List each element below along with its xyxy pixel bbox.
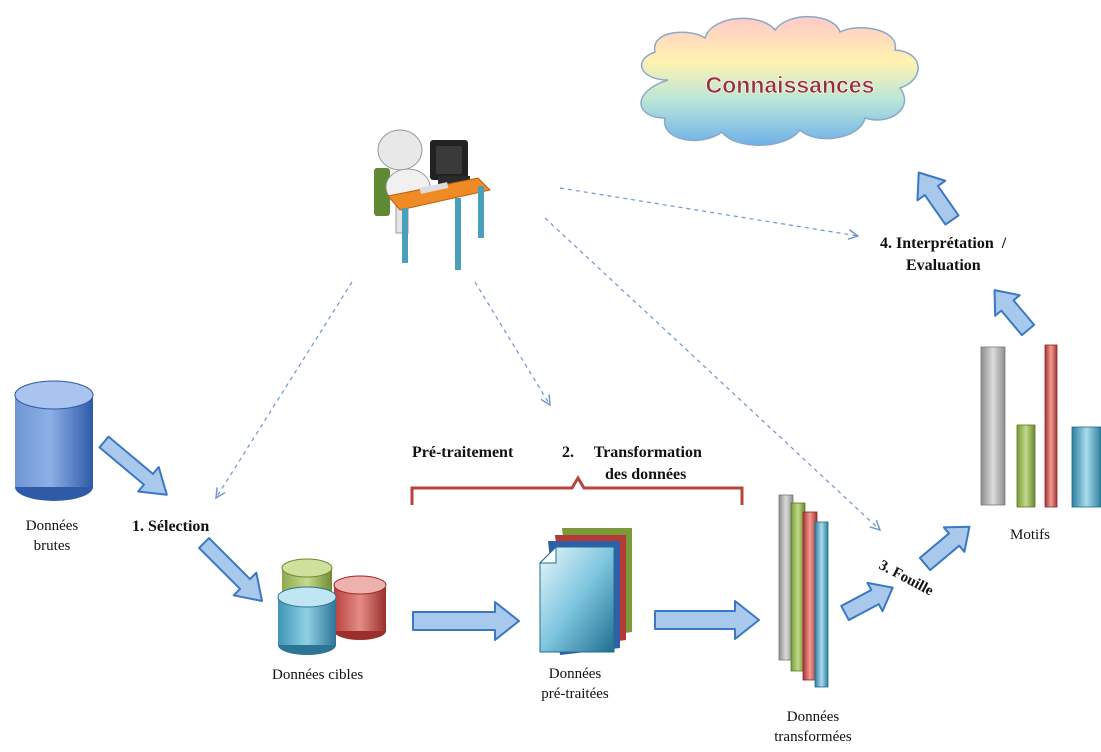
cloud-label: Connaissances (706, 72, 875, 98)
raw-data-label: Données brutes (12, 516, 92, 557)
user-at-computer-icon (374, 129, 491, 270)
target-data-label: Données cibles (272, 667, 364, 683)
step-transformation-line2: des données (605, 465, 687, 483)
arrow-brutes-to-selection (98, 435, 168, 496)
step-pretraitement-label: Pré-traitement (412, 444, 514, 461)
dashed-arrow-interpretation (559, 187, 858, 236)
patterns-label: Motifs (1010, 527, 1051, 543)
transformed-data-label-line2: transformées (774, 729, 852, 746)
preprocessed-data-label: Données pré-traitées (520, 664, 630, 705)
step-transformation-label: 2. Transformation des données (562, 442, 702, 485)
dashed-arrow-selection (216, 281, 353, 498)
arrow-pretraitees-to-transformees (654, 600, 760, 640)
step-transformation-line1: 2. Transformation (562, 444, 702, 461)
arrow-transformees-to-fouille (840, 581, 894, 622)
transformed-data-panels-icon (778, 494, 829, 688)
raw-data-database-icon (14, 380, 94, 501)
step-interpretation-line1: 4. Interprétation / (880, 235, 1007, 252)
preprocessed-data-label-line2: pré-traitées (541, 686, 609, 703)
raw-data-label-line1: Données (25, 518, 79, 534)
step-interpretation-label: 4. Interprétation / Evaluation (880, 233, 1006, 276)
preprocessed-data-label-line1: Données (548, 666, 602, 682)
transformed-data-label-line1: Données (786, 709, 840, 725)
dashed-guidance-arrows (216, 187, 880, 530)
arrow-cibles-to-pretraitees (412, 601, 520, 641)
preprocessed-documents-icon (538, 528, 632, 655)
arrow-fouille-to-motifs (918, 525, 971, 572)
raw-data-label-line2: brutes (33, 538, 71, 555)
patterns-bars-icon (980, 344, 1101, 508)
step-interpretation-line2: Evaluation (906, 256, 981, 274)
preprocessing-transformation-bracket (410, 475, 744, 505)
step-selection-label: 1. Sélection (132, 518, 210, 535)
arrow-interpretation-to-knowledge (916, 171, 960, 226)
dashed-arrow-transformation (474, 281, 550, 405)
transformed-data-label: Données transformées (758, 707, 868, 748)
arrow-selection-to-cibles (198, 537, 263, 602)
process-flow-arrows (98, 171, 1036, 641)
target-data-databases-icon (277, 558, 387, 655)
arrow-motifs-to-interpretation (993, 289, 1036, 337)
knowledge-cloud: Connaissances (640, 16, 919, 146)
